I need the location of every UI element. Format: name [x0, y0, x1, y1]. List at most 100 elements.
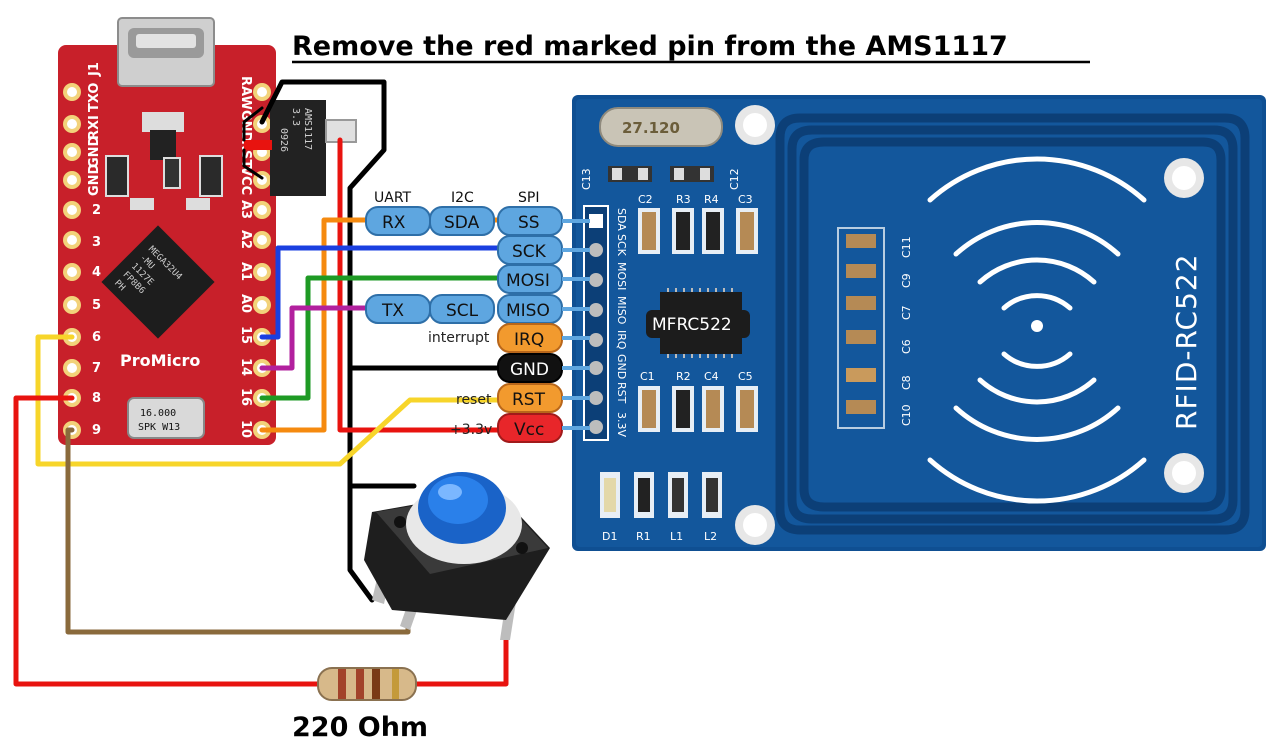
label-c5: C5 [738, 370, 753, 383]
ams-line-2: 3.3 [290, 108, 301, 126]
ams1117-regulator: AMS1117 3.3 0926 [244, 100, 357, 196]
wire-reset [35, 334, 503, 467]
rfid-cap-column: C11 C9 C7 C6 C8 C10 [837, 227, 913, 429]
antenna-coil-icon [775, 113, 1250, 535]
label-c1: C1 [640, 370, 655, 383]
pill-irq: IRQ [514, 330, 544, 350]
resistor-label: 220 Ohm [292, 712, 428, 743]
label-c4: C4 [704, 370, 719, 383]
pro-micro-crystal [127, 397, 205, 439]
hdr-miso: MISO [615, 296, 628, 325]
wire-mosi [259, 275, 503, 401]
label-r3: R3 [676, 193, 691, 206]
wire-button [65, 427, 411, 635]
silk-4: 4 [92, 265, 101, 280]
label-l1: L1 [670, 530, 683, 543]
rfid-board-name: RFID-RC522 [1170, 253, 1203, 430]
silk-6: 6 [92, 330, 101, 345]
pro-micro-name: ProMicro [120, 351, 200, 370]
silk-14: 14 [238, 358, 253, 376]
silk-5: 5 [92, 298, 101, 313]
side-reset: reset [456, 392, 492, 408]
hdr-irq: IRQ [615, 330, 628, 350]
pro-micro-left-labels: J1 TXO RXI GND GND 2 3 4 5 6 7 8 9 [87, 62, 102, 438]
silk-16: 16 [238, 388, 253, 406]
hdr-rst: RST [615, 382, 628, 404]
rfid-crystal [599, 107, 723, 147]
mfrc522-label: MFRC522 [652, 315, 732, 335]
pill-sck: SCK [512, 242, 547, 262]
label-c3: C3 [738, 193, 753, 206]
label-r1: R1 [636, 530, 651, 543]
label-r2: R2 [676, 370, 691, 383]
silk-15: 15 [238, 326, 253, 344]
usb-connector-icon [117, 17, 215, 87]
header-uart: UART [374, 190, 412, 206]
label-c7: C7 [900, 305, 913, 320]
silk-2: 2 [92, 203, 101, 218]
label-c12: C12 [728, 168, 741, 190]
silk-raw: RAW [238, 76, 253, 110]
label-r4: R4 [704, 193, 719, 206]
crystal-line-1: 16.000 [140, 408, 176, 419]
ams-line-3: 0926 [278, 128, 289, 152]
header-i2c: I2C [451, 190, 474, 206]
pill-rst: RST [512, 390, 546, 410]
side-33v: +3.3v [450, 422, 492, 438]
silk-txo: TXO [87, 83, 102, 112]
label-c6: C6 [900, 339, 913, 354]
label-c11: C11 [900, 236, 913, 258]
pill-scl: SCL [446, 301, 479, 321]
pro-micro-board: J1 TXO RXI GND GND 2 3 4 5 6 7 8 9 RAW G… [58, 17, 276, 445]
label-c9: C9 [900, 273, 913, 288]
wire-gnd [259, 79, 387, 603]
rfid-upper-passives: C2 R3 R4 C3 [638, 193, 758, 254]
silk-a0: A0 [238, 294, 253, 313]
pin-map: UART I2C SPI RX SDA SS SCK MOSI TX SCL M… [365, 190, 590, 443]
pill-vcc: Vcc [514, 420, 544, 440]
ams-removed-pin-marker [244, 140, 272, 150]
silk-vcc: VCC [238, 166, 253, 195]
pill-gnd: GND [510, 360, 549, 380]
hdr-33v: 3.3V [615, 412, 628, 437]
rfid-crystal-label: 27.120 [622, 119, 680, 137]
silk-a3: A3 [238, 200, 253, 219]
push-button-icon [364, 472, 550, 640]
label-d1: D1 [602, 530, 617, 543]
resistor-icon [317, 667, 417, 701]
silk-gnd-2: GND [87, 163, 102, 196]
silk-a2: A2 [238, 230, 253, 249]
pill-mosi: MOSI [506, 271, 550, 291]
rfid-wave-icon [927, 156, 1147, 504]
silk-j1: J1 [87, 62, 102, 77]
wires [13, 79, 509, 687]
silk-gnd-1: GND [87, 135, 102, 168]
label-c13: C13 [580, 168, 593, 190]
label-c10: C10 [900, 404, 913, 426]
ams-line-1: AMS1117 [302, 108, 313, 150]
pill-ss: SS [518, 213, 540, 233]
rfid-rc522-board: 27.120 C13 C12 C2 R3 R4 C3 MFRC522 C1 R2 [572, 95, 1266, 551]
hdr-sck: SCK [615, 234, 628, 257]
silk-10: 10 [238, 420, 253, 438]
wire-33v [337, 137, 503, 433]
silk-8: 8 [92, 391, 101, 406]
hdr-mosi: MOSI [615, 262, 628, 290]
rfid-header-labels: SDA SCK MOSI MISO IRQ GND RST 3.3V [615, 208, 628, 437]
pill-sda: SDA [444, 213, 480, 233]
wire-sck [259, 245, 503, 340]
header-spi: SPI [518, 190, 539, 206]
silk-3: 3 [92, 235, 101, 250]
label-l2: L2 [704, 530, 717, 543]
hdr-sda: SDA [615, 208, 628, 231]
hdr-gnd: GND [615, 354, 628, 379]
side-interrupt: interrupt [428, 330, 490, 346]
label-c2: C2 [638, 193, 653, 206]
rfid-bottom-passives: D1 R1 L1 L2 [600, 472, 722, 543]
silk-a1: A1 [238, 262, 253, 281]
crystal-line-2: SPK W13 [138, 422, 180, 433]
silk-9: 9 [92, 423, 101, 438]
pro-micro-right-labels: RAW GND RST VCC A3 A2 A1 A0 15 14 16 10 [238, 76, 253, 438]
label-c8: C8 [900, 375, 913, 390]
